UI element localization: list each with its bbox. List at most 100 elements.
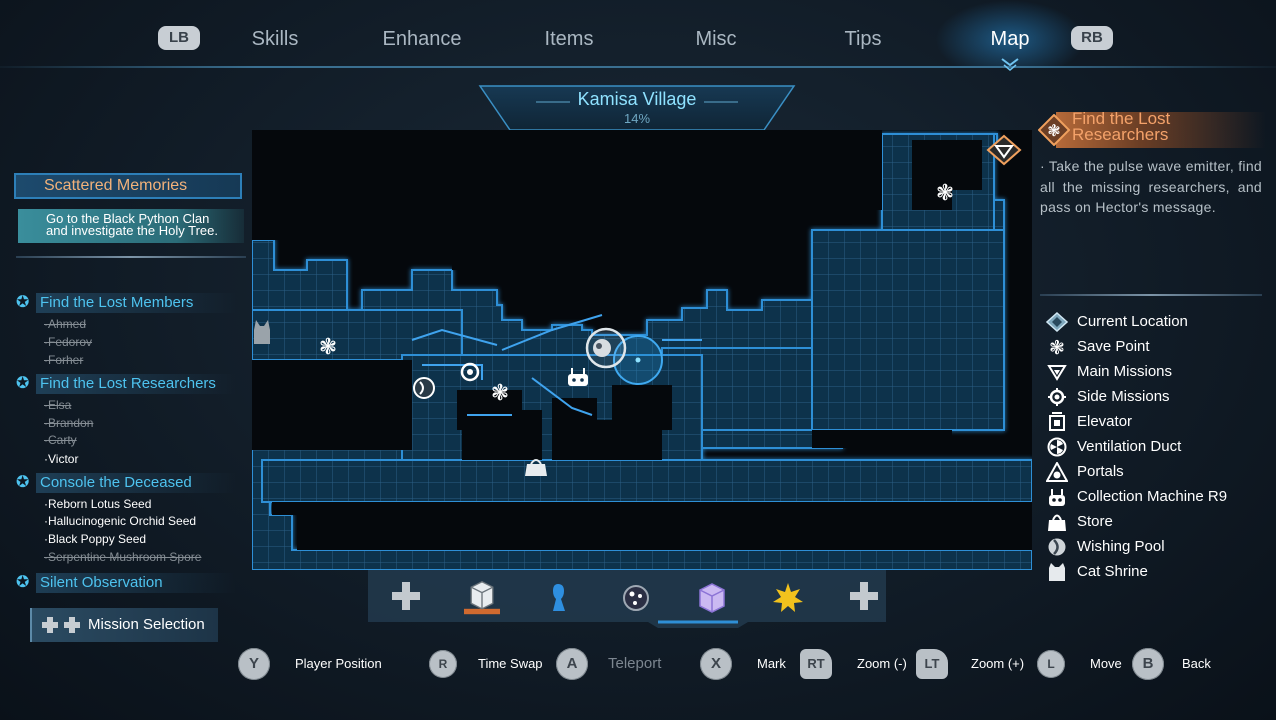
control-move[interactable]: L Move — [1036, 648, 1136, 682]
sub-objective: ·Carty — [44, 433, 77, 447]
map-voids — [252, 130, 1032, 550]
legend-save-point: ❃ Save Point — [1046, 335, 1266, 357]
map-wishing-pool-marker[interactable] — [413, 377, 435, 399]
rb-button[interactable]: RB — [1071, 26, 1113, 50]
control-label: Zoom (-) — [857, 656, 907, 671]
mission-title: Silent Observation — [40, 574, 163, 591]
control-label: Mark — [757, 656, 786, 671]
sub-objective: ·Forher — [44, 353, 84, 367]
sub-objective: ·Brandon — [44, 416, 94, 430]
ventilation-duct-icon — [1047, 437, 1067, 457]
control-label: Player Position — [295, 656, 382, 671]
tab-map[interactable]: Map — [990, 28, 1030, 50]
toolbar-orb-icon[interactable] — [618, 580, 654, 616]
rt-trigger-icon: RT — [800, 649, 832, 679]
mission-silent-observation[interactable]: ✪ Silent Observation — [16, 573, 236, 593]
legend-wishing-pool: Wishing Pool — [1046, 535, 1266, 557]
mission-title: Find the Lost Researchers — [40, 375, 216, 392]
l-stick-icon: L — [1037, 650, 1065, 678]
selected-mission-title-line2: Researchers — [1072, 125, 1169, 144]
y-button-icon: Y — [238, 648, 270, 680]
map-cat-shrine-marker[interactable] — [254, 320, 270, 344]
map-main-mission-marker[interactable] — [986, 134, 1022, 166]
toolbar-statue-icon[interactable] — [542, 580, 578, 616]
control-back[interactable]: B Back — [1132, 648, 1232, 682]
control-player-position[interactable]: Y Player Position — [238, 648, 398, 682]
lb-button[interactable]: LB — [158, 26, 200, 50]
control-mark[interactable]: X Mark — [700, 648, 800, 682]
current-quest-description: Go to the Black Python Clan and investig… — [18, 209, 244, 243]
mission-highlight — [36, 573, 236, 593]
map-area-name: Kamisa Village — [577, 89, 697, 109]
portals-icon — [1046, 462, 1068, 482]
mission-console-deceased[interactable]: ✪ Console the Deceased — [16, 473, 236, 493]
map-paths — [411, 314, 702, 416]
mission-title: Find the Lost Members — [40, 294, 194, 311]
legend-current-location: Current Location — [1046, 310, 1266, 332]
current-quest-title[interactable]: Scattered Memories — [14, 173, 242, 199]
mission-find-lost-researchers[interactable]: ✪ Find the Lost Researchers — [16, 374, 236, 394]
toolbar-prev-icon[interactable] — [388, 578, 424, 614]
map-current-location[interactable] — [585, 327, 663, 385]
svg-text:❃: ❃ — [1047, 121, 1060, 140]
store-icon — [1048, 514, 1066, 531]
map-store-marker[interactable] — [525, 459, 547, 476]
control-time-swap[interactable]: R Time Swap — [428, 648, 548, 682]
save-point-icon: ❃ — [319, 335, 337, 360]
mission-title: Console the Deceased — [40, 474, 192, 491]
a-button-icon: A — [556, 648, 588, 680]
elevator-icon — [1049, 412, 1065, 431]
sub-objective: ·Hallucinogenic Orchid Seed — [44, 514, 197, 528]
quest-desc-line2: and investigate the Holy Tree. — [46, 223, 218, 238]
legend-portals: Portals — [1046, 460, 1266, 482]
r-stick-icon: R — [429, 650, 457, 678]
legend-cat-shrine: Cat Shrine — [1046, 560, 1266, 582]
active-tab-glow — [935, 0, 1085, 66]
toolbar-next-icon[interactable] — [846, 578, 882, 614]
sub-objective: ·Elsa — [44, 398, 72, 412]
side-mission-icon: ✪ — [16, 375, 30, 392]
tab-tips[interactable]: Tips — [844, 28, 882, 50]
map-save-point-3[interactable]: ❃ — [936, 181, 954, 206]
control-label: Back — [1182, 656, 1211, 671]
cat-shrine-icon — [1049, 563, 1065, 581]
side-mission-icon: ✪ — [16, 474, 30, 491]
map-save-point-2[interactable]: ❃ — [491, 381, 509, 406]
side-missions-icon — [1048, 388, 1066, 406]
x-button-icon: X — [700, 648, 732, 680]
map-completion: 14% — [623, 111, 651, 126]
control-zoom-in[interactable]: LT Zoom (+) — [916, 648, 1036, 682]
side-mission-icon: ✪ — [16, 574, 30, 591]
left-divider — [16, 256, 246, 258]
mission-find-lost-members[interactable]: ✪ Find the Lost Members — [16, 293, 236, 313]
map-side-mission-marker[interactable] — [460, 362, 480, 382]
legend-elevator: Elevator — [1046, 410, 1266, 432]
tab-items[interactable]: Items — [544, 28, 594, 50]
legend-ventilation-duct: Ventilation Duct — [1046, 435, 1266, 457]
control-zoom-out[interactable]: RT Zoom (-) — [800, 648, 920, 682]
tab-enhance[interactable]: Enhance — [382, 28, 462, 50]
save-point-icon: ❃ — [936, 181, 954, 206]
map-save-point-1[interactable]: ❃ — [319, 335, 337, 360]
toolbar-sun-icon[interactable] — [770, 580, 806, 616]
side-mission-icon: ✪ — [16, 294, 30, 311]
toolbar-crystal-cube-icon[interactable] — [694, 580, 730, 616]
control-label: Move — [1090, 656, 1122, 671]
selected-mission-description: · Take the pulse wave emitter, find all … — [1040, 158, 1262, 215]
selected-mission-title: Find the Lost Researchers — [1072, 110, 1262, 144]
map-view[interactable]: ❃ ❃ ❃ — [252, 130, 1032, 570]
mission-selection-button[interactable]: Mission Selection — [30, 608, 218, 642]
mission-selection-label: Mission Selection — [88, 616, 205, 633]
map-collection-machine-marker[interactable] — [568, 368, 588, 386]
toolbar-map-icon[interactable] — [464, 580, 500, 616]
dpad-icon — [42, 617, 80, 633]
sub-objective: ·Black Poppy Seed — [44, 532, 147, 546]
side-missions-icon — [460, 362, 480, 382]
main-missions-icon — [986, 134, 1022, 166]
svg-text:❃: ❃ — [1049, 337, 1065, 357]
tab-misc[interactable]: Misc — [695, 28, 737, 50]
mission-highlight — [36, 293, 236, 313]
control-teleport[interactable]: A Teleport — [556, 648, 676, 682]
legend-side-missions: Side Missions — [1046, 385, 1266, 407]
tab-skills[interactable]: Skills — [251, 28, 299, 50]
